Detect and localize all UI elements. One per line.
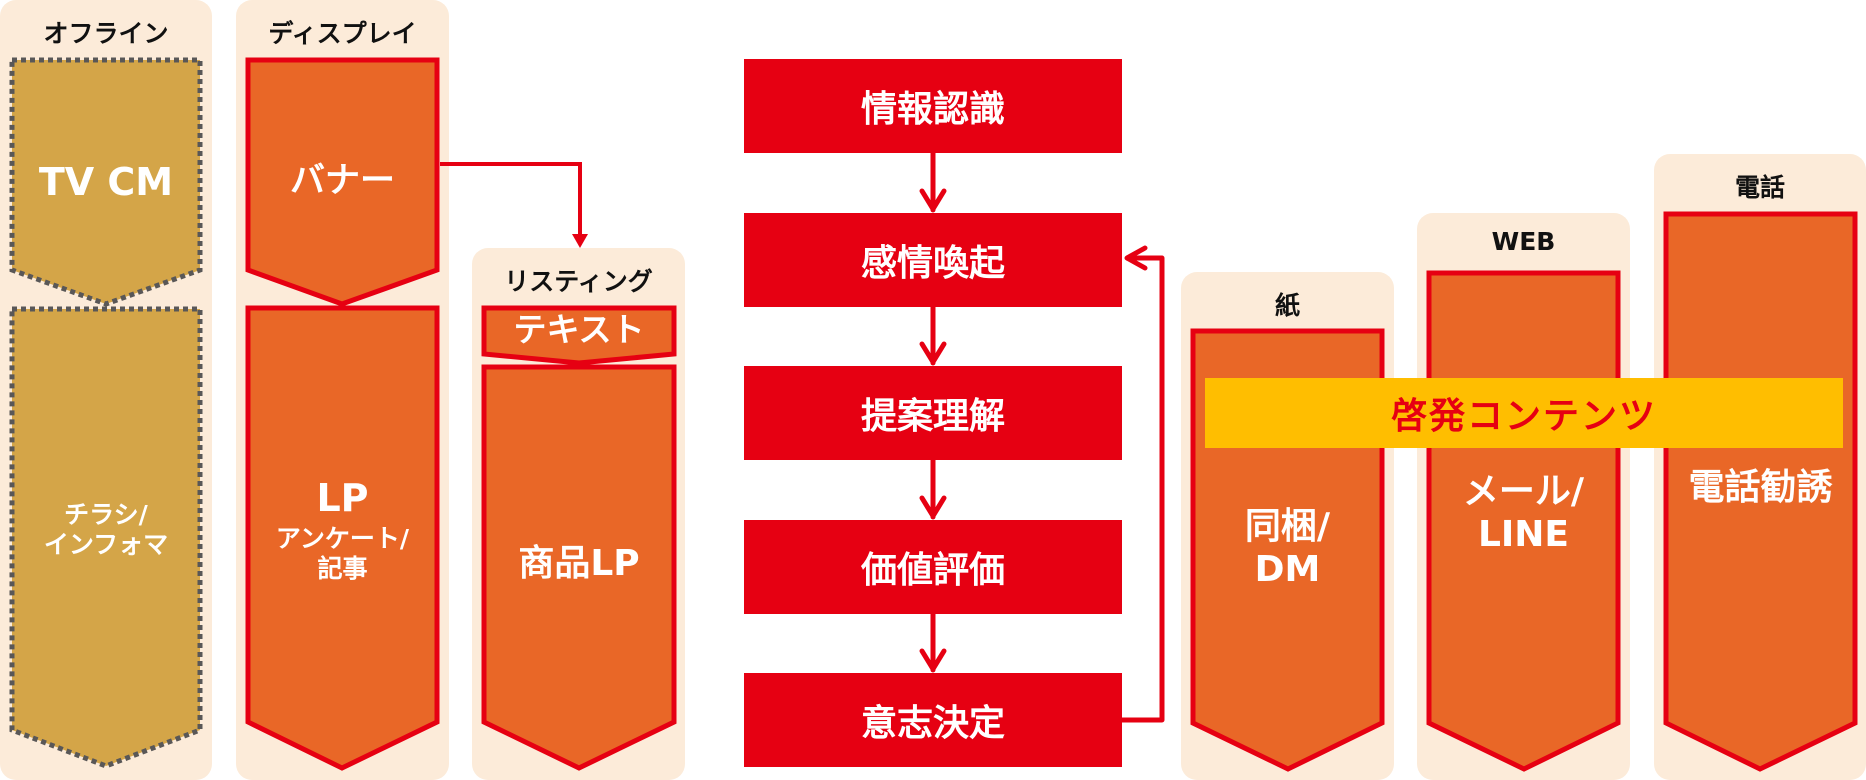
label-flyer-infomercial: チラシ/ インフォマ [43, 500, 169, 559]
flow-arrows [919, 150, 947, 673]
band-label: 啓発コンテンツ [1390, 396, 1657, 437]
panel-title-phone: 電話 [1734, 173, 1785, 202]
label-banner: バナー [289, 161, 395, 201]
flyer-shape [9, 306, 203, 769]
label-text-ad: テキスト [513, 310, 645, 349]
label-enclosure-dm: 同梱/ DM [1244, 506, 1331, 591]
flow-step-label: 情報認識 [860, 89, 1005, 130]
text-ad-shape [481, 305, 677, 366]
tvcm-shape [9, 57, 203, 307]
phone-sales-shape [1663, 211, 1858, 772]
label-tv-cm: TV CM [38, 160, 174, 204]
awareness-content-band: 啓発コンテンツ [1205, 378, 1843, 448]
panel-title-offline: オフライン [43, 19, 169, 48]
flow-step-information-recognition: 情報認識 [744, 59, 1122, 153]
connector-arrowhead [572, 234, 588, 248]
panel-title-display: ディスプレイ [268, 19, 417, 48]
flow-step-label: 感情喚起 [860, 243, 1005, 284]
label-product-lp: 商品LP [518, 543, 640, 584]
product-lp-shape [481, 364, 677, 771]
flow-step-emotion-arousal: 感情喚起 [744, 213, 1122, 307]
flow-step-label: 提案理解 [860, 396, 1005, 437]
banner-to-listing-connector [440, 162, 582, 236]
panel-title-listing: リスティング [504, 267, 653, 296]
label-lp: LP [316, 476, 369, 520]
flow-step-label: 意志決定 [860, 703, 1005, 744]
panel-title-web: WEB [1491, 227, 1556, 256]
flow-step-proposal-understanding: 提案理解 [744, 366, 1122, 460]
panel-title-paper: 紙 [1274, 291, 1300, 320]
flow-step-label: 価値評価 [860, 550, 1005, 591]
feedback-loop-line [1122, 255, 1165, 723]
lp-shape [245, 305, 440, 771]
feedback-arrowhead [1124, 245, 1148, 271]
flow-step-decision: 意志決定 [744, 673, 1122, 767]
flow-step-value-evaluation: 価値評価 [744, 520, 1122, 614]
label-mail-line: メール/ LINE [1462, 471, 1585, 556]
banner-shape [245, 57, 440, 307]
label-survey-article: アンケート/ 記事 [275, 524, 410, 583]
label-phone-sales: 電話勧誘 [1688, 467, 1833, 508]
